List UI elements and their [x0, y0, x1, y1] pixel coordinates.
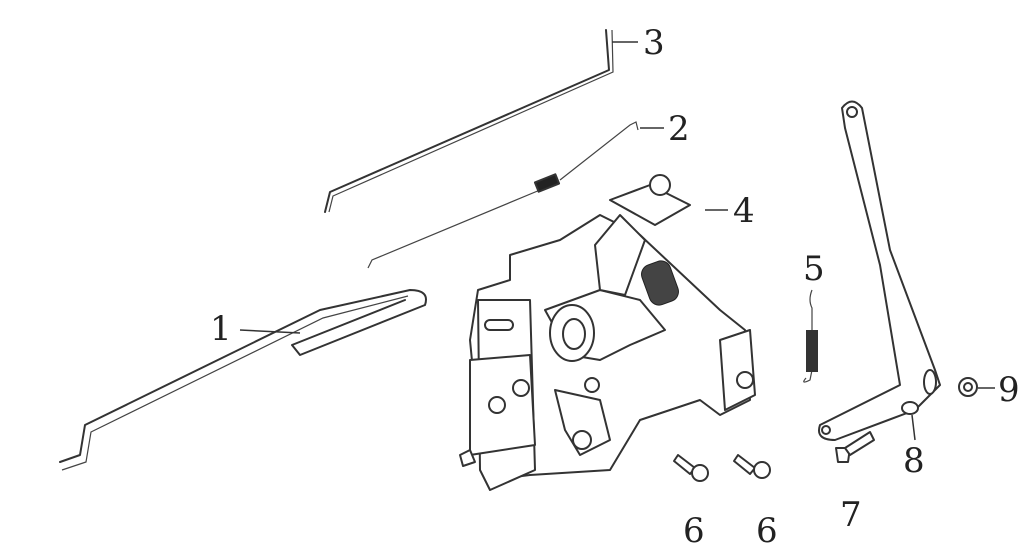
callout-2: 2	[668, 109, 690, 149]
callout-8: 8	[903, 441, 925, 481]
bolt-part-6a	[673, 454, 709, 482]
nut-part-9	[958, 377, 995, 397]
callout-1: 1	[210, 309, 232, 349]
callout-9: 9	[998, 370, 1020, 410]
callout-5: 5	[803, 249, 825, 289]
rod-part-1	[59, 289, 427, 471]
link-part-2	[367, 121, 664, 269]
arm-part-8	[818, 100, 941, 441]
spring-part-5	[803, 289, 818, 383]
callout-7: 7	[840, 495, 862, 535]
callout-6a: 6	[683, 511, 705, 551]
callout-3: 3	[643, 23, 665, 63]
bolt-part-6b	[733, 454, 771, 479]
callout-6b: 6	[756, 511, 778, 551]
bolt-part-7	[835, 431, 875, 463]
control-bracket-assembly	[459, 174, 756, 491]
callout-4: 4	[733, 191, 755, 231]
rod-part-3	[324, 29, 638, 213]
